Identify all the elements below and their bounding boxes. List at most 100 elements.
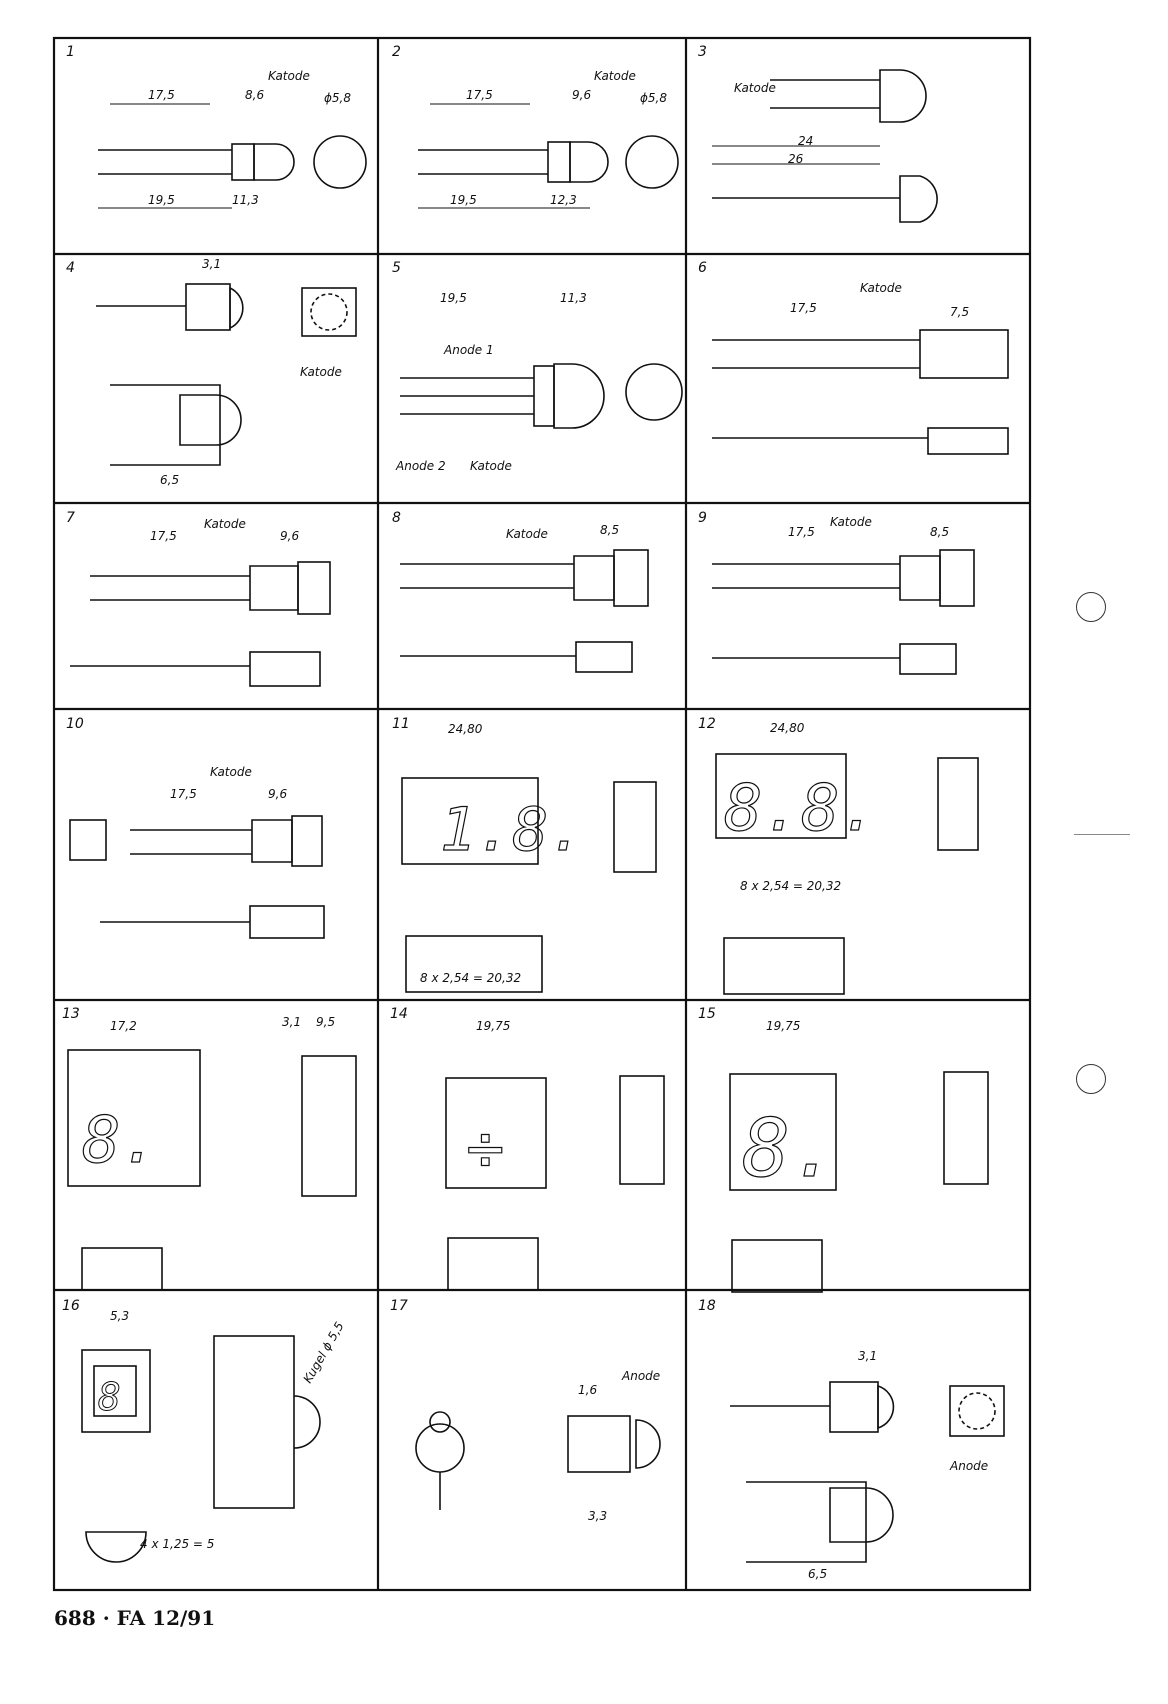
dim-label: 8 x 2,54 = 20,32 <box>420 971 521 985</box>
note-label: Kugel ϕ 5,5 <box>300 1320 346 1386</box>
dim-label: 6,5 <box>808 1567 827 1581</box>
panel-number: 16 <box>62 1298 80 1314</box>
seven-segment-glyph: ÷ <box>466 1112 505 1186</box>
panel-1: 1 17,5 8,6 Katode ϕ5,8 19,5 11,3 <box>66 44 367 209</box>
note-label: Katode <box>860 281 902 295</box>
note-label: Anode <box>949 1459 988 1473</box>
panel-12: 12 8.8. 24,80 8 x 2,54 = 20,32 <box>698 716 979 995</box>
panel-number: 18 <box>698 1298 716 1314</box>
panel-number: 3 <box>698 44 707 60</box>
panel-number: 14 <box>390 1006 408 1022</box>
dim-label: 3,1 <box>858 1349 877 1363</box>
panel-15: 15 8. 19,75 <box>698 1006 989 1293</box>
dim-label: 12,3 <box>550 193 577 207</box>
dim-label: 19,75 <box>476 1019 510 1033</box>
panel-number: 1 <box>66 44 75 60</box>
dim-label: 8,5 <box>600 523 619 537</box>
note-label: Anode 2 <box>395 459 446 473</box>
panel-2: 2 17,5 9,6 Katode ϕ5,8 19,5 12,3 <box>392 44 679 209</box>
dim-label: 9,6 <box>572 88 591 102</box>
dim-label: 6,5 <box>160 473 179 487</box>
dim-label: 9,6 <box>268 787 287 801</box>
panel-number: 7 <box>66 510 75 526</box>
seven-segment-glyph: 8. <box>742 1102 838 1195</box>
panel-number: 10 <box>66 716 84 732</box>
panel-16: 16 8 5,3 4 x 1,25 = 5 Kugel ϕ 5,5 <box>62 1298 347 1563</box>
dim-label: 26 <box>788 152 804 166</box>
dim-label: 17,5 <box>150 529 177 543</box>
seven-segment-glyph: 8.8. <box>724 772 878 846</box>
panel-3: 3 Katode 24 26 <box>698 44 938 223</box>
dim-label: 24,80 <box>448 722 483 736</box>
dim-label: 17,5 <box>788 525 815 539</box>
dim-label: 3,1 <box>282 1015 301 1029</box>
panel-number: 8 <box>392 510 401 526</box>
panel-4: 4 3,1 Katode 6,5 <box>66 257 357 487</box>
dim-label: 8 x 2,54 = 20,32 <box>740 879 841 893</box>
binder-hole <box>1076 592 1106 622</box>
note-label: Katode <box>268 69 310 83</box>
dim-label: 17,5 <box>148 88 175 102</box>
note-label: Katode <box>204 517 246 531</box>
dim-label: 24,80 <box>770 721 805 735</box>
dim-label: ϕ5,8 <box>324 91 351 105</box>
note-label: Katode <box>830 515 872 529</box>
panel-number: 13 <box>62 1006 80 1022</box>
magazine-issue: FA 12/91 <box>116 1606 216 1630</box>
dim-label: 5,3 <box>110 1309 129 1323</box>
fold-mark <box>1074 834 1130 835</box>
note-label: Katode <box>594 69 636 83</box>
dim-label: 19,5 <box>450 193 477 207</box>
dim-label: 17,5 <box>170 787 197 801</box>
panel-8: 8 Katode 8,5 <box>392 510 649 673</box>
sixteen-segment-glyph: 8. <box>82 1104 159 1178</box>
seven-segment-glyph: 8 <box>98 1375 121 1419</box>
footer-separator: · <box>102 1606 110 1630</box>
dim-label: 17,2 <box>110 1019 137 1033</box>
note-label: Katode <box>470 459 512 473</box>
dim-label: 3,3 <box>588 1509 607 1523</box>
panel-number: 2 <box>392 44 401 60</box>
dim-label: 24 <box>798 134 813 148</box>
dim-label: 19,5 <box>440 291 467 305</box>
dim-label: 9,6 <box>280 529 299 543</box>
panel-number: 6 <box>698 260 707 276</box>
panel-number: 15 <box>698 1006 716 1022</box>
dim-label: 1,6 <box>578 1383 597 1397</box>
dim-label: 8,6 <box>245 88 264 102</box>
note-label: Katode <box>506 527 548 541</box>
note-label: Anode 1 <box>443 343 494 357</box>
panel-9: 9 17,5 Katode 8,5 <box>698 510 975 675</box>
page-footer: 688 · FA 12/91 <box>54 1606 215 1630</box>
panel-number: 12 <box>698 716 716 732</box>
note-label: Katode <box>300 365 342 379</box>
note-label: Katode <box>210 765 252 779</box>
panel-number: 11 <box>392 716 410 732</box>
panel-14: 14 ÷ 19,75 <box>390 1006 665 1291</box>
dim-label: 11,3 <box>232 193 259 207</box>
dim-label: 9,5 <box>316 1015 335 1029</box>
panel-18: 18 3,1 Anode 6,5 <box>698 1298 1005 1581</box>
dim-label: 8,5 <box>930 525 949 539</box>
panel-number: 9 <box>698 510 707 526</box>
panel-number: 17 <box>390 1298 408 1314</box>
outer-frame <box>52 36 1032 1592</box>
panel-13: 13 8. 17,2 3,1 9,5 <box>62 1006 357 1291</box>
dim-label: 19,5 <box>148 193 175 207</box>
dim-label: 17,5 <box>466 88 493 102</box>
dim-label: 3,1 <box>202 257 221 271</box>
dim-label: 4 x 1,25 = 5 <box>140 1537 214 1551</box>
panel-number: 5 <box>392 260 401 276</box>
dim-label: 19,75 <box>766 1019 800 1033</box>
binder-hole <box>1076 1064 1106 1094</box>
panel-11: 11 1.8. 24,80 8 x 2,54 = 20,32 <box>392 716 657 993</box>
panel-10: 10 Katode 17,5 9,6 <box>66 716 325 939</box>
panel-17: 17 Anode 1,6 3,3 <box>390 1298 661 1523</box>
note-label: Katode <box>734 81 776 95</box>
seven-segment-glyph: 1.8. <box>440 795 585 865</box>
dim-label: 17,5 <box>790 301 817 315</box>
page-number: 688 <box>54 1606 96 1630</box>
note-label: Anode <box>621 1369 660 1383</box>
panel-7: 7 17,5 Katode 9,6 <box>66 510 331 687</box>
